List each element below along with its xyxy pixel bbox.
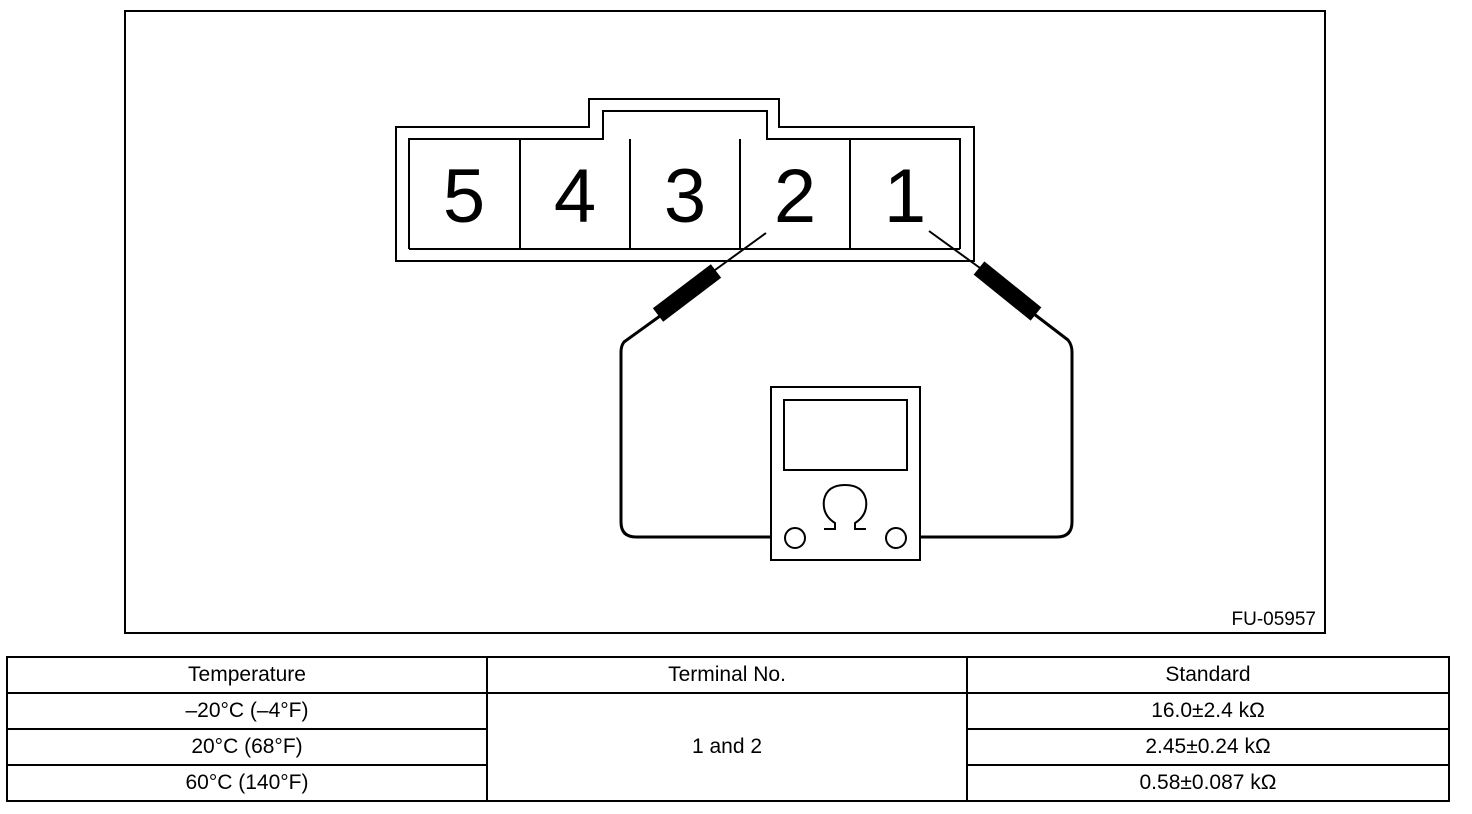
table-header-row: Temperature Terminal No. Standard <box>6 656 1450 694</box>
probe-left <box>619 232 785 539</box>
header-standard: Standard <box>966 656 1450 694</box>
standard-cell: 16.0±2.4 kΩ <box>966 692 1450 730</box>
table-row: 60°C (140°F) 0.58±0.087 kΩ <box>6 764 1450 802</box>
terminal-cell: 1 and 2 <box>486 692 968 802</box>
meter-terminal-right <box>885 527 907 549</box>
temperature-cell: 60°C (140°F) <box>6 764 488 802</box>
connector-housing-inner <box>408 110 961 249</box>
pin-label-2: 2 <box>774 154 816 239</box>
figure-frame <box>124 10 1326 634</box>
pin-label-1: 1 <box>884 154 926 239</box>
probe-right <box>906 230 1074 539</box>
ohmmeter-icon <box>770 386 921 561</box>
table-row: –20°C (–4°F) 1 and 2 16.0±2.4 kΩ <box>6 692 1450 802</box>
standard-cell: 0.58±0.087 kΩ <box>966 764 1450 802</box>
header-terminal: Terminal No. <box>486 656 968 694</box>
temperature-cell: –20°C (–4°F) <box>6 692 488 730</box>
standard-cell: 2.45±0.24 kΩ <box>966 728 1450 766</box>
temperature-cell: 20°C (68°F) <box>6 728 488 766</box>
connector-test-diagram: 5 4 3 2 1 FU-05957 <box>124 10 1326 634</box>
ohm-symbol-icon <box>822 483 868 530</box>
table-row: 20°C (68°F) 2.45±0.24 kΩ <box>6 728 1450 766</box>
figure-code: FU-05957 <box>1232 609 1317 630</box>
connector-housing <box>395 98 975 262</box>
header-temperature: Temperature <box>6 656 488 694</box>
meter-terminal-left <box>784 527 806 549</box>
pin-label-5: 5 <box>443 154 485 239</box>
pin-label-3: 3 <box>664 154 706 239</box>
resistance-spec-table: Temperature Terminal No. Standard –20°C … <box>6 656 1450 802</box>
pin-label-4: 4 <box>554 154 596 239</box>
pin-dividers <box>519 139 851 249</box>
meter-display <box>783 399 908 471</box>
